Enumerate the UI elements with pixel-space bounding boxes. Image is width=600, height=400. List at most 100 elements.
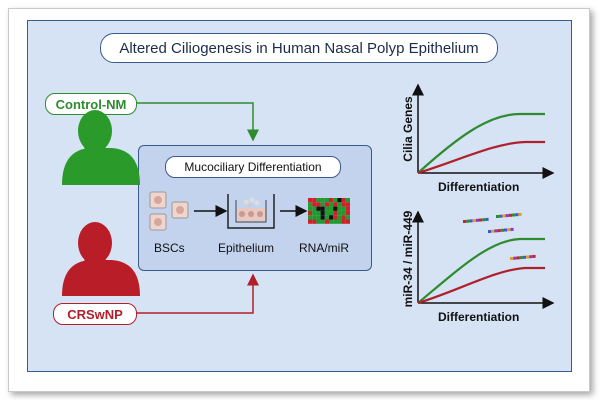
- heatmap-cell: [324, 198, 329, 203]
- step-bsc-label: BSCs: [154, 241, 185, 255]
- mirna-strand-segment: [526, 255, 530, 259]
- heatmap-cell: [329, 210, 334, 216]
- disease-label: CRSwNP: [53, 303, 137, 325]
- mirna-strand-segment: [505, 214, 509, 218]
- heatmap-cell: [345, 202, 350, 207]
- heatmap-cell: [308, 202, 313, 207]
- heatmap-cell: [329, 219, 334, 224]
- chart2-control-curve: [417, 237, 545, 304]
- heatmap-cell: [320, 202, 325, 207]
- mirna-strand-segment: [494, 229, 498, 233]
- heatmap-cell: [333, 198, 338, 203]
- mirna-strand-segment: [491, 229, 495, 233]
- heatmap-cell: [320, 210, 325, 216]
- heatmap-cell: [329, 206, 334, 211]
- heatmap-cell: [316, 219, 321, 224]
- heatmap-cell: [316, 215, 321, 220]
- microarray-heatmap-icon: [308, 198, 350, 224]
- mirna-strand-segment: [499, 214, 503, 218]
- heatmap-cell: [337, 210, 342, 216]
- heatmap-cell: [337, 219, 342, 224]
- figure-title: Altered Ciliogenesis in Human Nasal Poly…: [100, 33, 498, 63]
- mirna-strand-segment: [522, 255, 526, 259]
- chart2-xlabel: Differentiation: [438, 310, 520, 324]
- heatmap-cell: [320, 215, 325, 220]
- mirna-strand-segment: [502, 214, 506, 218]
- heatmap-cell: [316, 206, 321, 211]
- heatmap-cell: [324, 219, 329, 224]
- mirna-strand-segment: [475, 218, 479, 222]
- heatmap-cell: [324, 202, 329, 207]
- mirna-strand-segment: [518, 212, 522, 216]
- chart2-disease-curve: [417, 266, 545, 305]
- heatmap-cell: [320, 219, 325, 224]
- heatmap-cell: [312, 215, 317, 220]
- heatmap-cell: [329, 215, 334, 220]
- heatmap-cell: [341, 210, 346, 216]
- cilia-genes-chart: [412, 83, 555, 179]
- step-epithelium-label: Epithelium: [218, 241, 275, 255]
- mirna-strand-segment: [529, 255, 533, 259]
- heatmap-cell: [320, 206, 325, 211]
- mirna-strand-segment: [507, 228, 511, 232]
- mirna-strand-segment: [516, 256, 520, 260]
- step-rna-label: RNA/miR: [299, 241, 349, 255]
- chart1-control-curve: [417, 112, 545, 174]
- heatmap-cell: [333, 210, 338, 216]
- heatmap-cell: [308, 219, 313, 224]
- heatmap-cell: [345, 219, 350, 224]
- disease-person-icon: [62, 222, 140, 296]
- heatmap-cell: [329, 198, 334, 203]
- heatmap-cell: [345, 215, 350, 220]
- heatmap-cell: [312, 219, 317, 224]
- heatmap-cell: [333, 206, 338, 211]
- heatmap-cell: [345, 206, 350, 211]
- heatmap-cell: [312, 198, 317, 203]
- bsc-cells-icon: [149, 191, 189, 231]
- mirna-strand-segment: [512, 213, 516, 217]
- heatmap-cell: [324, 215, 329, 220]
- heatmap-cell: [308, 198, 313, 203]
- heatmap-cell: [316, 210, 321, 216]
- heatmap-cell: [329, 202, 334, 207]
- mirna-strand-segment: [532, 254, 536, 258]
- heatmap-cell: [337, 198, 342, 203]
- heatmap-cell: [337, 215, 342, 220]
- mirna-strand-segment: [479, 218, 483, 222]
- heatmap-cell: [345, 210, 350, 216]
- heatmap-cell: [312, 206, 317, 211]
- mirna-strand-segment: [496, 215, 500, 218]
- heatmap-cell: [333, 215, 338, 220]
- heatmap-cell: [308, 215, 313, 220]
- mirna-strand-segment: [519, 256, 523, 260]
- heatmap-cell: [324, 210, 329, 216]
- differentiation-title: Mucociliary Differentiation: [165, 156, 341, 178]
- mirna-chart: [412, 210, 555, 309]
- mirna-strand-segment: [510, 227, 514, 231]
- mirna-strand-segment: [504, 228, 508, 232]
- mirna-strand-segment: [463, 220, 467, 223]
- mirna-strand-segment: [497, 229, 501, 233]
- heatmap-cell: [341, 206, 346, 211]
- chart1-xlabel: Differentiation: [438, 180, 520, 194]
- mirna-strand-segment: [515, 213, 519, 217]
- heatmap-cell: [312, 210, 317, 216]
- heatmap-cell: [312, 202, 317, 207]
- heatmap-cell: [341, 202, 346, 207]
- mirna-strand-segment: [500, 228, 504, 232]
- control-arrow: [136, 102, 259, 142]
- mirna-strand-segment: [466, 219, 470, 223]
- control-person-icon: [62, 110, 140, 185]
- heatmap-cell: [308, 210, 313, 216]
- heatmap-cell: [333, 219, 338, 224]
- heatmap-cell: [341, 219, 346, 224]
- mirna-strand-segment: [508, 213, 512, 217]
- mirna-strand-segment: [485, 217, 489, 221]
- heatmap-cell: [337, 202, 342, 207]
- heatmap-cell: [341, 215, 346, 220]
- chart1-disease-curve: [417, 140, 545, 175]
- chart2-ylabel: miR-34 / miR-449: [401, 210, 415, 308]
- mirna-strand-segment: [482, 218, 486, 222]
- mirna-strand-segment: [469, 219, 473, 223]
